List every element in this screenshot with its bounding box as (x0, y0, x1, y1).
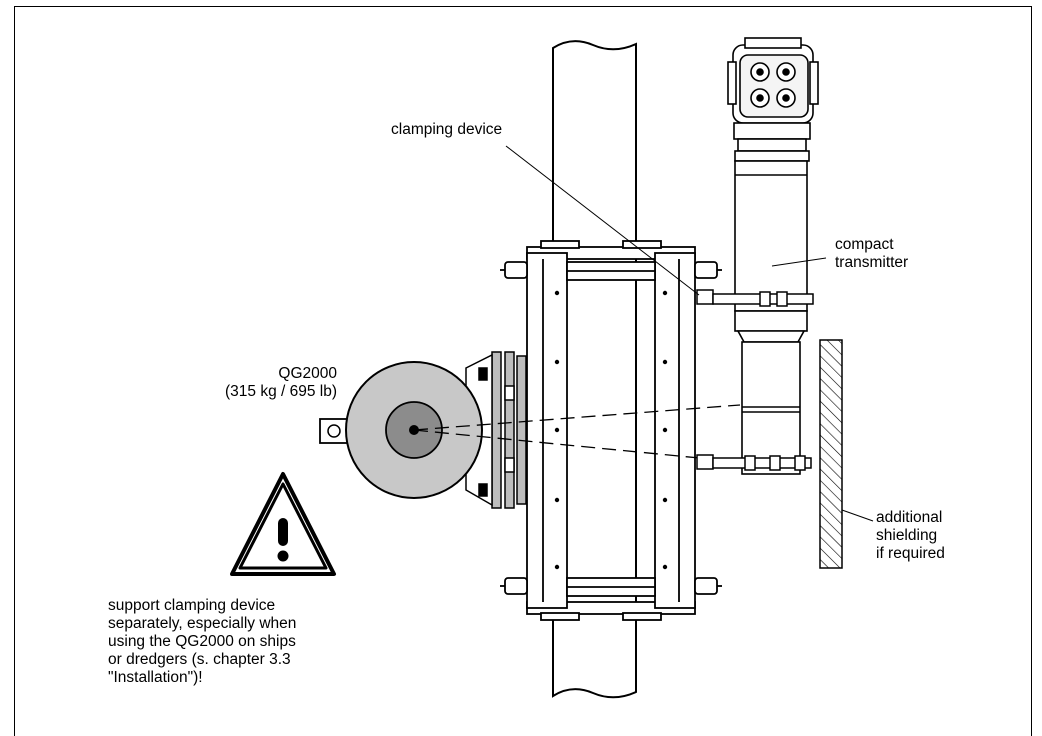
warning-triangle-icon (230, 472, 336, 576)
label-compact-transmitter: compact transmitter (835, 236, 909, 271)
radiation-beam (413, 404, 741, 463)
compact-transmitter (727, 37, 819, 475)
frame-screws (554, 290, 668, 570)
qg2000-source-container (319, 361, 483, 499)
leader-lines (505, 145, 874, 522)
additional-shielding (819, 339, 843, 569)
pipe (552, 40, 637, 699)
warning-text: support clamping device separately, espe… (108, 597, 297, 686)
clamping-frame (500, 240, 722, 621)
label-qg2000: QG2000 (315 kg / 695 lb) (224, 365, 337, 400)
mounting-plates (465, 351, 527, 509)
label-additional-shielding: additional shielding if required (876, 509, 945, 562)
label-clamping-device: clamping device (391, 121, 503, 138)
transmitter-clamps (696, 289, 814, 471)
